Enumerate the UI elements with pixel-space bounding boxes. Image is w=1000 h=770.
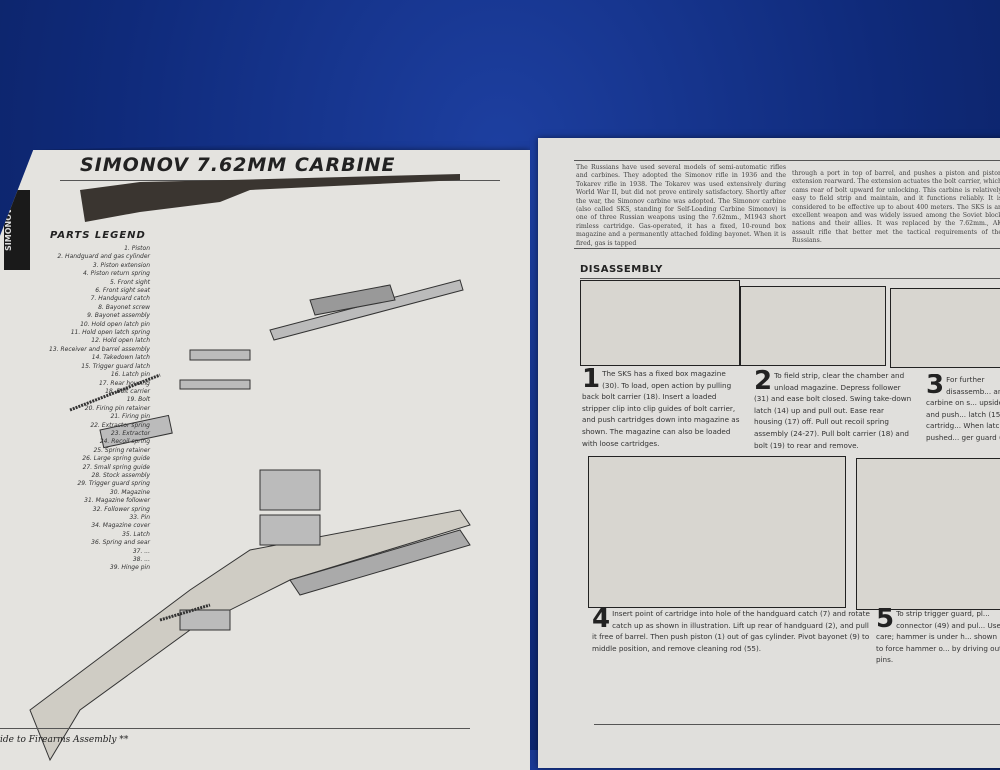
legend-item: 14. Takedown latch: [91, 354, 150, 362]
step-body: Insert point of cartridge into hole of t…: [592, 609, 870, 653]
legend-item: 36. Spring and sear: [91, 539, 150, 547]
legend-item: 10. Hold open latch pin: [80, 320, 150, 328]
legend-item: 32. Follower spring: [92, 505, 150, 513]
legend-item: 4. Piston return spring: [83, 270, 150, 278]
legend-item: 39. Hinge pin: [109, 564, 150, 572]
legend-item: 35. Latch: [122, 530, 150, 538]
footer-rule: [594, 724, 1000, 725]
legend-item: 7. Handguard catch: [90, 295, 150, 303]
legend-item: 25. Spring retainer: [93, 446, 150, 454]
legend-item: 30. Magazine: [109, 488, 150, 496]
step-2-illustration: [740, 286, 886, 366]
legend-item: 34. Magazine cover: [91, 522, 150, 530]
legend-item: 6. Front sight seat: [95, 287, 150, 295]
step-number: 3: [926, 374, 945, 400]
step-body: To strip trigger guard, pl... connector …: [876, 609, 1000, 665]
legend-item: 19. Bolt: [126, 396, 150, 404]
divider: [574, 248, 1000, 249]
page-title: SIMONOV 7.62MM CARBINE: [80, 154, 396, 176]
legend-item: 27. Small spring guide: [82, 463, 150, 471]
left-page: SIMONOV 7.62MM CARBINE SIMONOV PARTS LEG…: [0, 150, 530, 770]
legend-item: 5. Front sight: [109, 278, 150, 286]
legend-item: 20. Firing pin retainer: [84, 404, 150, 412]
section-heading: DISASSEMBLY: [580, 264, 663, 275]
footer-rule: [0, 728, 470, 729]
legend-item: 11. Hold open latch spring: [70, 329, 150, 337]
legend-item: 9. Bayonet assembly: [87, 312, 150, 320]
legend-item: 1. Piston: [124, 245, 150, 252]
step-number: 5: [876, 608, 895, 634]
right-page: The Russians have used several models of…: [538, 138, 1000, 768]
legend-item: 33. Pin: [129, 514, 150, 521]
intro-column-2: through a port in top of barrel, and pus…: [792, 170, 1000, 245]
legend-item: 31. Magazine follower: [84, 497, 150, 505]
legend-item: 26. Large spring guide: [82, 455, 150, 463]
legend-item: 8. Bayonet screw: [98, 303, 150, 311]
step-number: 1: [582, 364, 601, 394]
intro-column-1: The Russians have used several models of…: [576, 164, 786, 247]
step-number: 4: [592, 604, 611, 634]
legend-heading: PARTS LEGEND: [50, 230, 146, 241]
legend-item: 2. Handguard and gas cylinder: [57, 253, 150, 261]
legend-item: 17. Rear housing: [98, 379, 150, 387]
footer-text: ide to Firearms Assembly **: [0, 735, 129, 745]
legend-item: 23. Extractor: [110, 429, 150, 437]
step-body: The SKS has a fixed box magazine (30). T…: [582, 369, 740, 448]
legend-item: 29. Trigger guard spring: [77, 480, 150, 488]
step-5-illustration: [856, 458, 1000, 610]
step-1-illustration: [580, 280, 740, 366]
step-body: To field strip, clear the chamber and un…: [754, 371, 912, 450]
divider: [574, 160, 1000, 161]
legend-item: 28. Stock assembly: [91, 471, 150, 479]
legend-item: 15. Trigger guard latch: [81, 362, 150, 370]
legend-item: 18. Bolt carrier: [105, 387, 150, 395]
legend-item: 16. Latch pin: [110, 371, 150, 379]
legend-item: 13. Receiver and barrel assembly: [49, 345, 150, 353]
legend-item: 38. ...: [132, 556, 150, 564]
legend-item: 12. Hold open latch: [91, 337, 150, 345]
legend-item: 3. Piston extension: [92, 261, 150, 269]
rifle-illustration: [29, 174, 471, 762]
legend-item: 22. Extractor spring: [90, 421, 150, 429]
step-4-illustration: [588, 456, 846, 608]
legend-item: 21. Firing pin: [110, 413, 151, 421]
step-body: For further disassemb... and put carbine…: [926, 375, 1000, 446]
legend-item: 24. Recoil spring: [99, 438, 150, 446]
divider: [580, 278, 1000, 279]
legend-item: 37. ...: [132, 547, 150, 555]
step-number: 2: [754, 366, 773, 396]
step-3-illustration: [890, 288, 1000, 368]
